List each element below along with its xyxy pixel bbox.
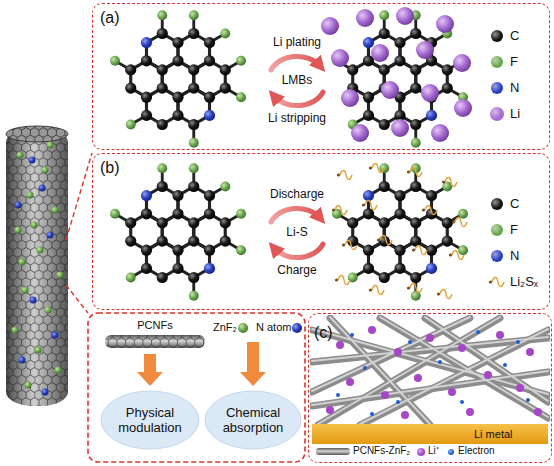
cycle-arrow — [271, 56, 323, 257]
legend-text: F — [510, 223, 518, 236]
cell-label: Li-S — [286, 226, 307, 238]
legend-swatch — [491, 198, 503, 210]
process-label: Discharge — [270, 188, 324, 200]
panel-frame — [88, 313, 305, 462]
li-ion — [326, 326, 542, 419]
polysulfide — [332, 164, 504, 299]
legend-text: C — [510, 29, 519, 42]
li-atoms — [321, 7, 472, 142]
legend-text: PCNFs-ZnF₂ — [353, 446, 410, 456]
legend-text: Li — [510, 107, 520, 120]
material-label: N atom — [256, 322, 291, 333]
n-atom — [292, 323, 302, 333]
legend-text: C — [510, 197, 519, 210]
fiber-network — [312, 317, 548, 425]
panel-label: (c) — [314, 324, 333, 342]
fiber — [105, 335, 205, 348]
znf2-particle — [238, 323, 248, 333]
process-label: Li stripping — [268, 112, 326, 124]
legend-text: Li⁺ — [428, 446, 439, 456]
legend-swatch — [491, 82, 503, 94]
material-label: PCNFs — [137, 320, 172, 331]
material-label: ZnF₂ — [213, 322, 237, 333]
legend-swatch — [491, 30, 503, 42]
panel-label: (a) — [100, 9, 120, 27]
panel-c: (c) — [308, 313, 552, 463]
legend-text: F — [510, 55, 518, 68]
molecule — [332, 10, 468, 147]
legend-fiber-sample — [316, 448, 350, 455]
legend-text: N — [510, 249, 519, 262]
legend-text: N — [510, 81, 519, 94]
li-metal-layer — [312, 424, 548, 444]
panel-a: (a) — [92, 3, 550, 150]
molecule — [110, 10, 246, 147]
ellipse-outline — [101, 391, 199, 449]
legend-swatch — [417, 448, 425, 456]
molecule — [110, 163, 246, 300]
ellipse-text: Physical modulation — [110, 405, 190, 435]
electron — [336, 330, 530, 416]
down-arrow — [137, 342, 266, 386]
leader-line — [66, 153, 92, 313]
layer-label: Li metal — [474, 429, 513, 440]
process-label: Charge — [277, 264, 316, 276]
effect-ellipse: Physical modulation — [100, 390, 200, 450]
panel-label: (b) — [100, 159, 120, 177]
cell-label: LMBs — [282, 74, 313, 86]
effect-ellipse: Chemical absorption — [204, 390, 302, 450]
process-label: Li plating — [273, 36, 321, 48]
ellipse-text: Chemical absorption — [213, 405, 293, 435]
legend-text: Li₂Sₓ — [510, 275, 538, 288]
legend-swatch — [490, 107, 504, 121]
legend-swatch — [448, 449, 454, 455]
molecule — [332, 163, 468, 300]
nanotube — [6, 126, 68, 406]
panel-b: (b) — [92, 153, 550, 310]
legend-swatch — [491, 224, 503, 236]
ellipse-outline — [205, 391, 301, 449]
legend-swatch — [491, 56, 503, 68]
legend-swatch — [491, 250, 503, 262]
legend-text: Electron — [458, 446, 495, 456]
